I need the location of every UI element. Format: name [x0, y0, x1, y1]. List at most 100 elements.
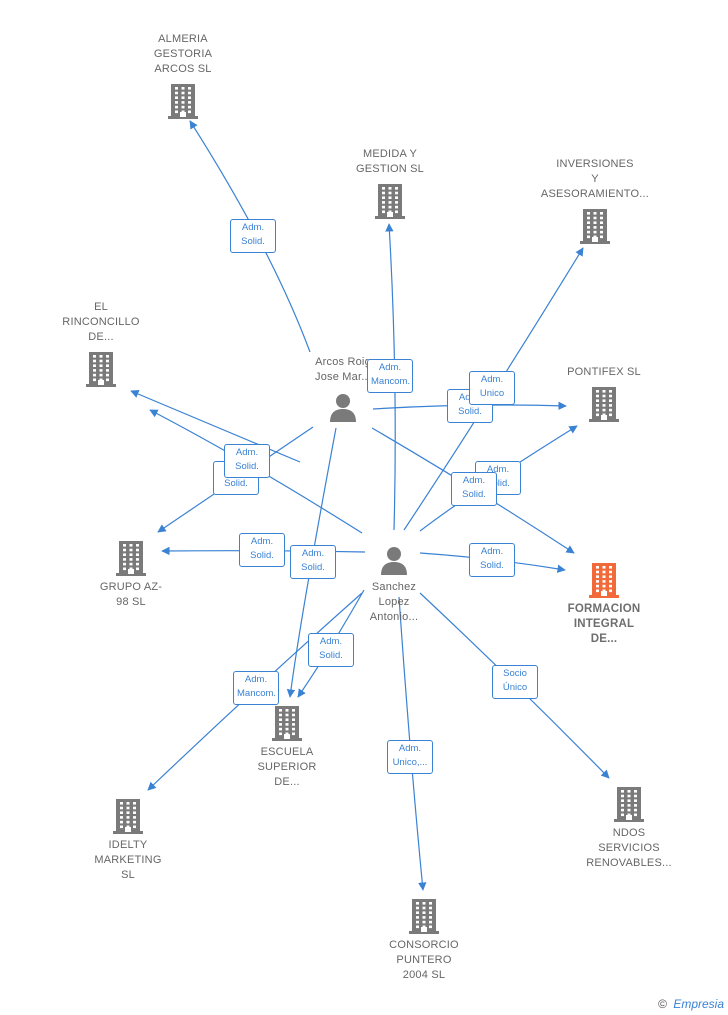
- building-icon: [271, 705, 303, 746]
- node-label-line: INTEGRAL: [573, 618, 635, 630]
- edge-label-line: Mancom.: [237, 688, 277, 699]
- node-label[interactable]: EL RINCONCILLO DE...: [41, 300, 161, 345]
- node-label-line: Lopez: [378, 596, 410, 608]
- edge-label-line: Adm.: [486, 464, 510, 475]
- node-label-line: MARKETING: [94, 854, 162, 866]
- node-label[interactable]: ALMERIA GESTORIA ARCOS SL: [123, 32, 243, 77]
- edge-label-line: Unico: [479, 388, 505, 399]
- node-label-line: 2004 SL: [402, 969, 446, 981]
- node-label-line: GRUPO AZ-: [99, 581, 163, 593]
- node-label-line: EL: [94, 301, 108, 313]
- node-label-line: DE...: [274, 776, 300, 788]
- edge-label-line: Adm.: [398, 743, 422, 754]
- node-label-line: DE...: [590, 633, 618, 645]
- brand-logo: © Empresia: [658, 997, 724, 1011]
- node-label[interactable]: INVERSIONES Y ASESORAMIENTO...: [535, 157, 655, 202]
- edge-label-arcos-escuela[interactable]: Adm. Solid.: [290, 545, 336, 579]
- edge-label-line: Adm.: [319, 636, 343, 647]
- edge-label-line: Solid.: [319, 650, 343, 661]
- edge-label-sanchez-idelty[interactable]: Adm. Mancom.: [233, 671, 279, 705]
- node-label-line: MEDIDA Y: [363, 148, 417, 160]
- building-icon: [115, 540, 147, 581]
- node-label-line: DE...: [88, 331, 114, 343]
- building-icon: [374, 183, 406, 224]
- edge-label-sanchez-consorcio[interactable]: Adm. Unico,...: [387, 740, 433, 774]
- node-label-line: Antonio...: [369, 611, 419, 623]
- node-label[interactable]: NDOS SERVICIOS RENOVABLES...: [569, 826, 689, 871]
- copyright-symbol: ©: [658, 997, 667, 1011]
- edge-label-line: Solid.: [480, 560, 504, 571]
- edge-label-line: Solid.: [224, 478, 248, 489]
- edge-label-sanchez-medida[interactable]: Adm. Mancom.: [367, 359, 413, 393]
- node-label-line: ASESORAMIENTO...: [540, 188, 650, 200]
- node-label-line: RENOVABLES...: [586, 857, 672, 869]
- node-label-line: FORMACION: [567, 603, 641, 615]
- edge-label-sanchez-escuela[interactable]: Adm. Solid.: [308, 633, 354, 667]
- edge-label-line: Adm.: [462, 475, 486, 486]
- edge-label-sanchez-grupoaz[interactable]: Adm. Solid.: [239, 533, 285, 567]
- building-icon: [588, 562, 620, 603]
- building-icon: [588, 386, 620, 427]
- node-label-line: Y: [591, 173, 599, 185]
- edge-label-line: Adm.: [241, 222, 265, 233]
- edge-label-line: Adm.: [250, 536, 274, 547]
- edge-label-line: Adm.: [301, 548, 325, 559]
- edge-label-sanchez-rinconcillo[interactable]: Adm. Solid.: [224, 444, 270, 478]
- building-icon: [85, 351, 117, 392]
- node-label-line: PONTIFEX SL: [567, 366, 641, 378]
- edge-label-sanchez-formacion[interactable]: Adm. Solid.: [469, 543, 515, 577]
- edge-label-line: Solid.: [462, 489, 486, 500]
- edge-label-sanchez-pontifex[interactable]: Adm. Solid.: [451, 472, 497, 506]
- node-label-line: 98 SL: [116, 596, 146, 608]
- edge-label-sanchez-inversiones[interactable]: Adm. Unico: [469, 371, 515, 405]
- node-label-line: Jose Mar...: [315, 371, 371, 383]
- brand-name: Empresia: [673, 997, 724, 1011]
- person-icon: [328, 392, 358, 427]
- node-label-line: ESCUELA: [260, 746, 314, 758]
- edge-label-line: Adm.: [378, 362, 402, 373]
- node-label-line: Arcos Roig: [315, 356, 371, 368]
- node-label[interactable]: GRUPO AZ- 98 SL: [71, 580, 191, 610]
- edge-arcos-escuela: [286, 427, 337, 698]
- building-icon: [112, 798, 144, 839]
- node-label-line: INVERSIONES: [556, 158, 634, 170]
- node-label-line: CONSORCIO: [389, 939, 459, 951]
- node-label-line: ARCOS SL: [154, 63, 212, 75]
- edge-label-line: Socio: [503, 668, 527, 679]
- node-label-line: RINCONCILLO: [62, 316, 140, 328]
- edge-label-line: Solid.: [486, 478, 510, 489]
- node-label-line: IDELTY: [108, 839, 148, 851]
- node-label-line: ALMERIA: [158, 33, 208, 45]
- edge-label-line: Adm.: [235, 447, 259, 458]
- building-icon: [167, 83, 199, 124]
- node-label[interactable]: FORMACION INTEGRAL DE...: [544, 602, 664, 647]
- building-icon: [579, 208, 611, 249]
- node-label-line: Sanchez: [371, 581, 417, 593]
- edge-label-line: Unico,...: [392, 757, 428, 768]
- node-label-line: GESTORIA: [153, 48, 213, 60]
- building-icon: [613, 786, 645, 827]
- node-label-line: NDOS: [612, 827, 646, 839]
- edge-label-line: Mancom.: [371, 376, 411, 387]
- person-icon: [379, 545, 409, 580]
- edge-label-line: Solid.: [241, 236, 265, 247]
- edge-label-line: Solid.: [301, 562, 325, 573]
- node-label-line: SUPERIOR: [257, 761, 317, 773]
- edge-label-line: Único: [502, 682, 528, 693]
- edge-label-line: Solid.: [250, 550, 274, 561]
- building-icon: [408, 898, 440, 939]
- node-label[interactable]: PONTIFEX SL: [544, 365, 664, 380]
- edge-label-line: Adm.: [480, 546, 504, 557]
- edge-label-line: Adm.: [244, 674, 268, 685]
- edge-label-line: Solid.: [235, 461, 259, 472]
- node-label-line: SERVICIOS: [598, 842, 660, 854]
- node-label[interactable]: ESCUELA SUPERIOR DE...: [227, 745, 347, 790]
- edge-label-arcos-almeria[interactable]: Adm. Solid.: [230, 219, 276, 253]
- edge-label-line: Adm.: [480, 374, 504, 385]
